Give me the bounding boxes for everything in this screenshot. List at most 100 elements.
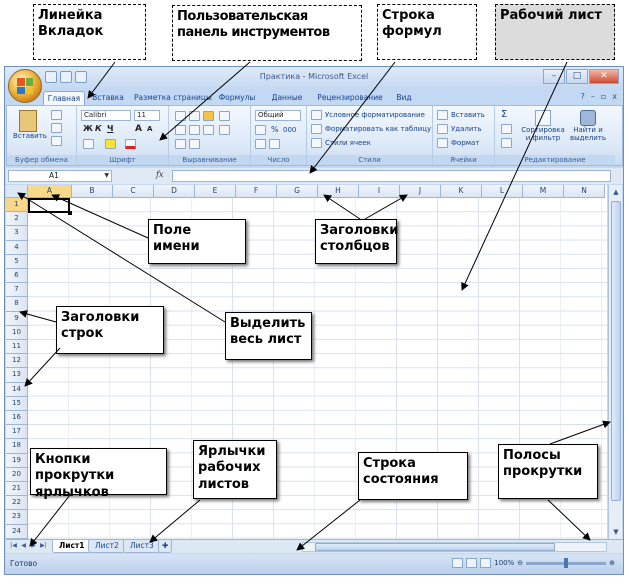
- column-header-g[interactable]: G: [277, 185, 318, 198]
- column-header-k[interactable]: K: [441, 185, 482, 198]
- column-header-n[interactable]: N: [564, 185, 605, 198]
- column-header-m[interactable]: M: [523, 185, 564, 198]
- sheet-tab-2[interactable]: Лист2: [88, 540, 126, 553]
- font-name-select[interactable]: Calibri: [81, 110, 131, 121]
- save-icon[interactable]: [45, 71, 57, 83]
- tab-page-layout[interactable]: Разметка страницы: [134, 93, 212, 102]
- row-header-19[interactable]: 19: [6, 453, 28, 468]
- align-top-icon[interactable]: [175, 111, 186, 121]
- sort-filter-button[interactable]: Сортировка и фильтр: [521, 110, 565, 142]
- next-sheet-icon[interactable]: ▶: [31, 542, 36, 549]
- italic-button[interactable]: К: [95, 124, 102, 133]
- align-center-icon[interactable]: [189, 125, 200, 135]
- vertical-scroll-thumb[interactable]: [611, 201, 621, 501]
- zoom-level[interactable]: 100%: [494, 559, 515, 567]
- row-header-20[interactable]: 20: [6, 467, 28, 482]
- horizontal-scroll-thumb[interactable]: [315, 543, 555, 551]
- office-button[interactable]: [8, 69, 42, 103]
- first-sheet-icon[interactable]: |◀: [10, 542, 17, 549]
- row-header-12[interactable]: 12: [6, 354, 28, 369]
- row-header-24[interactable]: 24: [6, 524, 28, 539]
- tab-view[interactable]: Вид: [396, 93, 412, 102]
- tab-data[interactable]: Данные: [271, 93, 303, 102]
- column-header-b[interactable]: B: [72, 185, 113, 198]
- zoom-out-icon[interactable]: ⊖: [517, 559, 524, 567]
- find-select-button[interactable]: Найти и выделить: [567, 110, 609, 142]
- row-header-7[interactable]: 7: [6, 283, 28, 298]
- row-header-17[interactable]: 17: [6, 425, 28, 440]
- increase-decimal-icon[interactable]: [255, 139, 266, 149]
- formula-input[interactable]: [172, 170, 611, 182]
- help-icon[interactable]: ?: [580, 92, 585, 101]
- align-left-icon[interactable]: [175, 125, 186, 135]
- page-layout-view-icon[interactable]: [466, 558, 478, 568]
- row-header-4[interactable]: 4: [6, 240, 28, 255]
- row-header-18[interactable]: 18: [6, 439, 28, 454]
- bold-button[interactable]: Ж: [83, 124, 93, 133]
- font-size-select[interactable]: 11: [134, 110, 160, 121]
- tab-insert[interactable]: Вставка: [92, 93, 124, 102]
- row-header-2[interactable]: 2: [6, 212, 28, 227]
- insert-function-button[interactable]: fx: [156, 170, 164, 179]
- column-header-i[interactable]: I: [359, 185, 400, 198]
- thousands-button[interactable]: 000: [283, 126, 297, 134]
- merge-cells-icon[interactable]: [219, 125, 230, 135]
- font-color-icon[interactable]: [125, 139, 136, 149]
- fill-color-icon[interactable]: [105, 139, 116, 149]
- column-header-e[interactable]: E: [195, 185, 236, 198]
- format-cells-button[interactable]: Формат: [451, 139, 480, 147]
- row-header-5[interactable]: 5: [6, 254, 28, 269]
- currency-icon[interactable]: [255, 125, 266, 135]
- sheet-tab-1[interactable]: Лист1: [52, 540, 92, 553]
- column-header-d[interactable]: D: [154, 185, 195, 198]
- decrease-indent-icon[interactable]: [175, 139, 186, 149]
- format-as-table-button[interactable]: Форматировать как таблицу: [325, 125, 432, 133]
- align-bottom-icon[interactable]: [203, 111, 214, 121]
- clear-icon[interactable]: [501, 138, 512, 148]
- row-header-8[interactable]: 8: [6, 297, 28, 312]
- scroll-up-icon[interactable]: ▲: [613, 188, 619, 196]
- row-header-9[interactable]: 9: [6, 311, 28, 326]
- minimize-button[interactable]: –: [543, 69, 565, 84]
- delete-cells-button[interactable]: Удалить: [451, 125, 482, 133]
- tab-review[interactable]: Рецензирование: [317, 93, 383, 102]
- column-header-c[interactable]: C: [113, 185, 154, 198]
- tab-formulas[interactable]: Формулы: [218, 93, 256, 102]
- row-header-6[interactable]: 6: [6, 269, 28, 284]
- conditional-format-button[interactable]: Условное форматирование: [325, 111, 425, 119]
- number-format-select[interactable]: Общий: [255, 110, 301, 121]
- grow-font-button[interactable]: A: [135, 124, 142, 134]
- normal-view-icon[interactable]: [452, 558, 464, 568]
- page-break-view-icon[interactable]: [480, 558, 492, 568]
- underline-button[interactable]: Ч: [107, 124, 114, 133]
- column-header-f[interactable]: F: [236, 185, 277, 198]
- row-header-21[interactable]: 21: [6, 482, 28, 497]
- zoom-slider[interactable]: [526, 557, 607, 568]
- format-painter-icon[interactable]: [51, 136, 62, 146]
- row-header-11[interactable]: 11: [6, 340, 28, 355]
- insert-sheet-icon[interactable]: ✚: [158, 540, 173, 553]
- row-header-22[interactable]: 22: [6, 496, 28, 511]
- close-button[interactable]: ✕: [589, 69, 619, 84]
- copy-icon[interactable]: [51, 123, 62, 133]
- borders-icon[interactable]: [83, 139, 94, 149]
- sheet-tab-3[interactable]: Лист3: [123, 540, 161, 553]
- name-box[interactable]: A1 ▼: [8, 170, 112, 182]
- last-sheet-icon[interactable]: ▶|: [40, 542, 47, 549]
- column-header-a[interactable]: A: [28, 185, 72, 198]
- paste-button[interactable]: Вставить: [13, 110, 47, 140]
- horizontal-scrollbar[interactable]: [302, 542, 607, 552]
- maximize-button[interactable]: □: [566, 69, 588, 84]
- align-right-icon[interactable]: [203, 125, 214, 135]
- row-header-16[interactable]: 16: [6, 411, 28, 426]
- row-header-14[interactable]: 14: [6, 382, 28, 397]
- row-header-1[interactable]: 1: [6, 198, 28, 213]
- wrap-text-icon[interactable]: [219, 111, 230, 121]
- column-header-j[interactable]: J: [400, 185, 441, 198]
- chevron-down-icon[interactable]: ▼: [104, 172, 109, 179]
- prev-sheet-icon[interactable]: ◀: [21, 542, 26, 549]
- restore-icon[interactable]: ▫: [600, 92, 607, 101]
- select-all-button[interactable]: [6, 185, 28, 198]
- minimize-ribbon-icon[interactable]: –: [590, 92, 595, 101]
- cut-icon[interactable]: [51, 110, 62, 120]
